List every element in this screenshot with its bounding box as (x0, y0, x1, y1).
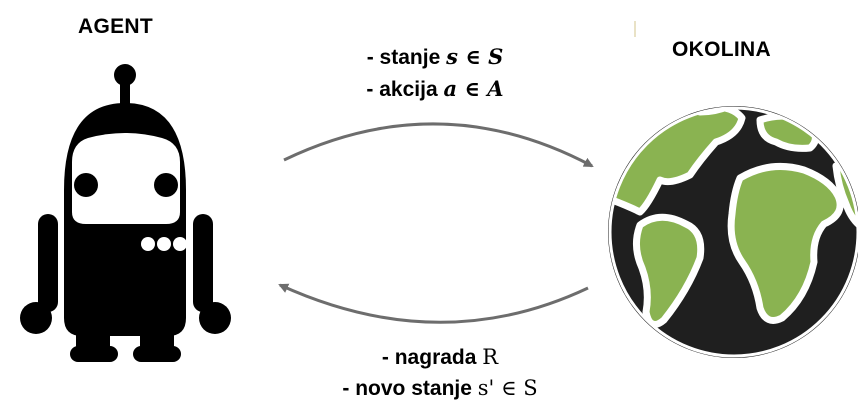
state-math: s ∈ S (446, 44, 504, 69)
new-state-math: s' ∈ S (477, 376, 538, 400)
feedback-labels: - nagrada R - novo stanje s' ∈ S (310, 342, 570, 404)
robot-icon (20, 64, 231, 362)
feedback-arrow (278, 283, 589, 324)
action-arrow (283, 122, 594, 168)
action-math: a ∈ A (443, 76, 504, 101)
reward-label: - nagrada R (381, 345, 499, 369)
agent-title: AGENT (78, 15, 153, 38)
environment-title: OKOLINA (672, 38, 771, 61)
globe-icon (608, 106, 858, 358)
new-state-label: - novo stanje s' ∈ S (342, 376, 538, 400)
action-label: - akcija a ∈ A (366, 76, 504, 101)
state-label: - stanje s ∈ S (366, 44, 504, 69)
reward-math: R (482, 345, 499, 369)
divider-mark (634, 21, 636, 37)
action-labels: - stanje s ∈ S - akcija a ∈ A (330, 41, 540, 105)
